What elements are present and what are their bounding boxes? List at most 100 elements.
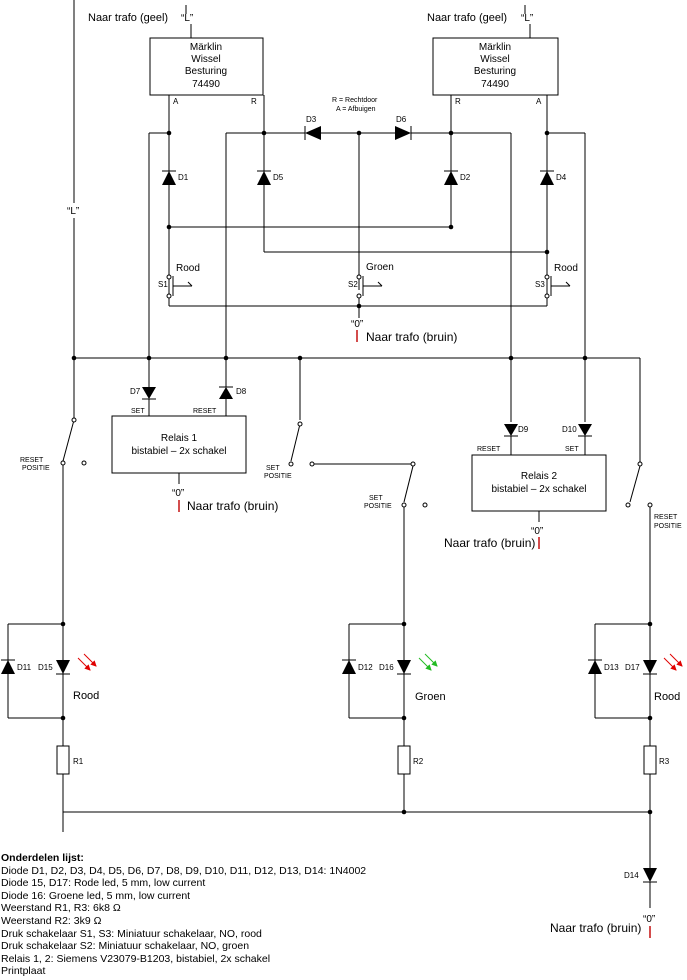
diode-d3: D3	[304, 115, 321, 140]
set-positie-1b: POSITIE	[264, 473, 292, 480]
zero-mark-bottom: “0”	[643, 914, 655, 925]
set-positie-1a: SET	[266, 465, 280, 472]
parts-line: Diode 16: Groene led, 5 mm, low current	[1, 889, 191, 902]
reset-positie-2a: RESET	[654, 514, 678, 521]
relay-2-zero: “0”	[531, 526, 543, 537]
switch-s2-label: S2	[348, 280, 358, 289]
diode-d4: D4	[540, 170, 567, 185]
parts-line: Druk schakelaar S2: Miniatuur schakelaar…	[1, 940, 250, 953]
switch-s3: Rood S3	[535, 263, 578, 296]
feed-right-label: Naar trafo (geel)	[427, 12, 507, 24]
bruin-label-bottom: Naar trafo (bruin)	[550, 921, 641, 935]
junction-dots	[60, 130, 653, 815]
controller-left-line2: Wissel	[191, 54, 220, 65]
diode-d1-label: D1	[178, 173, 189, 182]
relay-1-set: SET	[131, 408, 145, 415]
diode-d8: D8	[219, 386, 247, 416]
parts-line: Weerstand R2: 3k9 Ω	[1, 914, 102, 927]
parts-line: Diode 15, D17: Rode led, 5 mm, low curre…	[1, 877, 206, 890]
diode-d9-label: D9	[518, 425, 529, 434]
diode-d11-label: D11	[17, 663, 32, 672]
diode-d5-label: D5	[273, 173, 284, 182]
switch-s1-color: Rood	[176, 263, 200, 274]
parts-line: Relais 1, 2: Siemens V23079-B1203, bista…	[1, 952, 271, 965]
led-right-color: Rood	[654, 691, 680, 703]
controller-right-line4: 74490	[481, 79, 509, 90]
relay-2: RESET SET Relais 2 bistabiel – 2x schake…	[444, 446, 607, 550]
parts-line: Weerstand R1, R3: 6k8 Ω	[1, 902, 121, 915]
controller-right-line1: Märklin	[479, 42, 511, 53]
diode-d2: D2	[444, 170, 471, 185]
switch-s1-label: S1	[158, 280, 168, 289]
resistor-r3-label: R3	[659, 757, 670, 766]
controller-right-pin-a: A	[536, 97, 542, 106]
bruin-label-top: Naar trafo (bruin)	[366, 330, 457, 344]
diode-d14-label: D14	[624, 871, 639, 880]
parts-line: Diode D1, D2, D3, D4, D5, D6, D7, D8, D9…	[1, 864, 367, 877]
led-middle-color: Groen	[415, 691, 446, 703]
relay-1-line1: Relais 1	[161, 433, 198, 444]
legend-a: A = Afbuigen	[336, 106, 376, 113]
diode-d15-label: D15	[38, 663, 53, 672]
controller-left-pin-r: R	[251, 97, 257, 106]
relay-1-bruin: Naar trafo (bruin)	[187, 499, 278, 513]
switch-s3-label: S3	[535, 280, 545, 289]
diode-d2-label: D2	[460, 173, 471, 182]
diode-d4-label: D4	[556, 173, 567, 182]
led-section-left: D11 D15 Rood R1	[1, 623, 99, 775]
switch-s2: Groen S2	[348, 262, 394, 296]
resistor-r2-label: R2	[413, 757, 424, 766]
feed-left-label: Naar trafo (geel)	[88, 12, 168, 24]
diode-d8-label: D8	[236, 387, 247, 396]
diode-d14: D14 “0” Naar trafo (bruin)	[550, 868, 657, 938]
set-positie-2b: POSITIE	[364, 503, 392, 510]
controller-right-line3: Besturing	[474, 66, 516, 77]
relay-2-set: SET	[565, 446, 579, 453]
diode-d9: D9	[504, 424, 529, 455]
feed-left: Naar trafo (geel) “L”	[88, 5, 193, 38]
resistor-r1-label: R1	[73, 757, 84, 766]
led-section-middle: D12 D16 Groen R2	[342, 623, 446, 775]
led-section-right: D13 D17 Rood R3	[588, 623, 683, 775]
parts-title: Onderdelen lijst:	[1, 852, 84, 864]
relay-1: SET RESET Relais 1 bistabiel – 2x schake…	[111, 408, 278, 513]
diode-d5: D5	[257, 170, 284, 185]
controller-right: Märklin Wissel Besturing 74490 R A	[432, 37, 559, 106]
controller-left: Märklin Wissel Besturing 74490 A R	[149, 37, 264, 106]
diode-d1: D1	[162, 170, 189, 185]
controller-right-line2: Wissel	[480, 54, 509, 65]
switch-s3-color: Rood	[554, 263, 578, 274]
parts-line: Druk schakelaar S1, S3: Miniatuur schake…	[1, 927, 262, 940]
parts-line: Printplaat	[1, 965, 46, 978]
diode-d10-label: D10	[562, 425, 577, 434]
switch-s2-color: Groen	[366, 262, 394, 273]
legend-r: R = Rechtdoor	[332, 97, 378, 104]
controller-left-line1: Märklin	[190, 42, 222, 53]
controller-left-pin-a: A	[173, 97, 179, 106]
relay-2-line2: bistabiel – 2x schakel	[491, 484, 586, 495]
controller-left-line3: Besturing	[185, 66, 227, 77]
diode-d17-label: D17	[625, 663, 640, 672]
relay-2-bruin: Naar trafo (bruin)	[444, 536, 535, 550]
relay-2-line1: Relais 2	[521, 471, 558, 482]
feed-right: Naar trafo (geel) “L”	[427, 5, 533, 38]
feed-right-mark: “L”	[521, 13, 533, 24]
diode-d13-label: D13	[604, 663, 619, 672]
controller-left-line4: 74490	[192, 79, 220, 90]
diode-d7: D7	[130, 387, 156, 416]
relay-2-reset: RESET	[477, 446, 501, 453]
relay-1-zero: “0”	[172, 488, 184, 499]
parts-list: Onderdelen lijst: Diode D1, D2, D3, D4, …	[1, 852, 366, 978]
controller-right-pin-r: R	[455, 97, 461, 106]
reset-positie-1a: RESET	[20, 457, 44, 464]
diode-d7-label: D7	[130, 387, 141, 396]
feed-left-mark: “L”	[181, 13, 193, 24]
diode-d6: D6	[395, 115, 412, 140]
led-left-color: Rood	[73, 690, 99, 702]
diode-d10: D10	[562, 424, 592, 455]
set-positie-2a: SET	[369, 495, 383, 502]
relay-1-line2: bistabiel – 2x schakel	[131, 446, 226, 457]
relay-1-reset: RESET	[193, 408, 217, 415]
diode-d16-label: D16	[379, 663, 394, 672]
